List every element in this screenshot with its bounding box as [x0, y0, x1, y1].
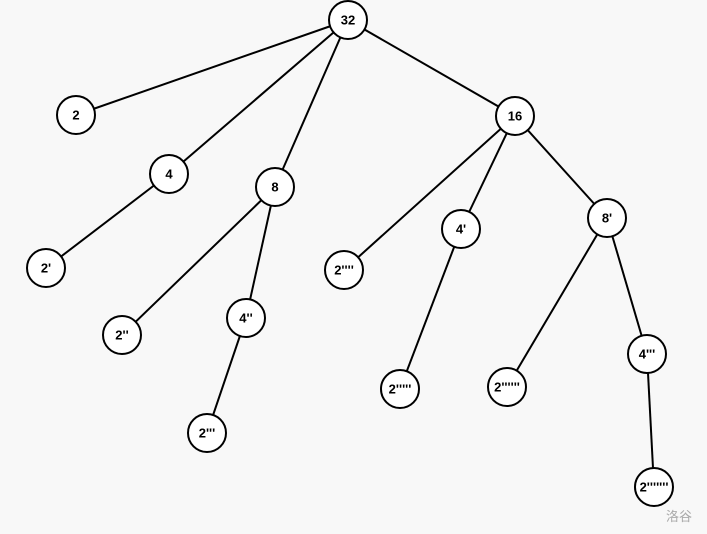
- node-circle: [102, 315, 142, 355]
- node-circle: [328, 0, 368, 40]
- tree-node: 2''''': [380, 369, 420, 409]
- tree-edge: [75, 19, 349, 116]
- node-circle: [149, 154, 189, 194]
- tree-edge: [646, 353, 655, 488]
- node-label: 2'''': [334, 263, 354, 278]
- tree-node: 2''': [187, 413, 227, 453]
- node-circle: [634, 467, 674, 507]
- tree-node: 4: [149, 154, 189, 194]
- node-circle: [380, 369, 420, 409]
- node-label: 4'': [239, 311, 252, 326]
- node-circle: [627, 334, 667, 374]
- node-circle: [187, 413, 227, 453]
- node-label: 4''': [639, 347, 656, 362]
- node-label: 32: [341, 13, 355, 28]
- node-label: 2: [72, 108, 79, 123]
- node-label: 8': [602, 211, 612, 226]
- node-label: 4': [456, 222, 466, 237]
- nodes: 32 2 4 8 16 2' 2'' 4'' 2''' 2'''' 4' 8' 2''''' 2'''''…: [26, 0, 674, 507]
- tree-edge: [514, 115, 608, 219]
- tree-node: 8: [255, 167, 295, 207]
- tree-edge: [168, 19, 349, 175]
- tree-node: 4''': [627, 334, 667, 374]
- tree-node: 32: [328, 0, 368, 40]
- tree-node: 4': [441, 209, 481, 249]
- node-label: 4: [165, 167, 173, 182]
- tree-edge: [506, 217, 608, 388]
- node-label: 2': [41, 261, 51, 276]
- tree-node: 2''''''': [634, 467, 674, 507]
- tree-node: 4'': [226, 298, 266, 338]
- tree-edge: [274, 19, 349, 188]
- tree-node: 2': [26, 248, 66, 288]
- tree-edge: [399, 228, 462, 390]
- tree-node: 2'''': [324, 250, 364, 290]
- node-label: 16: [508, 109, 522, 124]
- tree-edge: [45, 173, 170, 269]
- tree-node: 8': [587, 198, 627, 238]
- tree-edge: [121, 186, 276, 336]
- tree-edge: [347, 19, 516, 117]
- node-circle: [26, 248, 66, 288]
- tree-node: 16: [495, 96, 535, 136]
- tree-edge: [245, 186, 276, 319]
- tree-edge: [206, 317, 247, 434]
- tree-edge: [606, 217, 648, 355]
- node-circle: [587, 198, 627, 238]
- tree-node: 2'''''': [487, 367, 527, 407]
- node-label: 2'': [115, 328, 128, 343]
- node-circle: [255, 167, 295, 207]
- watermark: 洛谷: [666, 510, 693, 525]
- node-circle: [495, 96, 535, 136]
- node-circle: [56, 95, 96, 135]
- tree-edge: [460, 115, 516, 230]
- node-label: 2''''''': [640, 480, 669, 495]
- tree-node: 2'': [102, 315, 142, 355]
- node-label: 2''': [199, 426, 216, 441]
- node-circle: [226, 298, 266, 338]
- tree-node: 2: [56, 95, 96, 135]
- tree-edge: [343, 115, 516, 271]
- node-label: 2''''': [389, 382, 412, 397]
- node-circle: [324, 250, 364, 290]
- node-circle: [487, 367, 527, 407]
- edges: [45, 19, 655, 488]
- node-label: 8: [271, 180, 278, 195]
- node-label: 2'''''': [494, 380, 520, 395]
- node-circle: [441, 209, 481, 249]
